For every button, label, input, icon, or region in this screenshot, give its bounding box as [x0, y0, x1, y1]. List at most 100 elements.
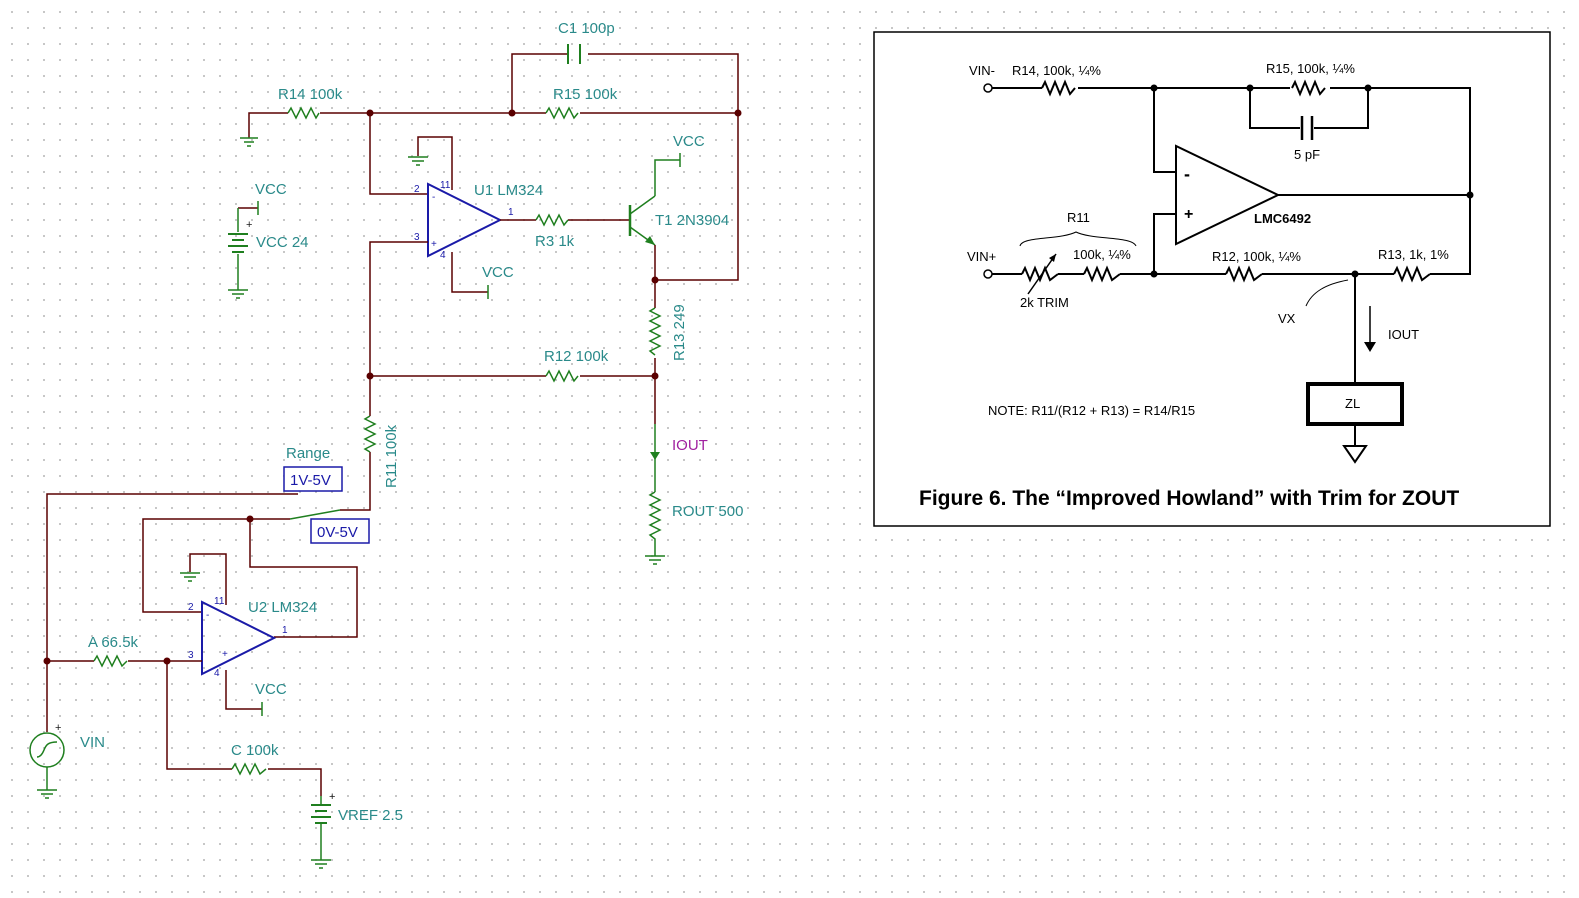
u2-opamp[interactable]: [201, 600, 277, 676]
fig-r15-label: R15, 100k, ¼%: [1266, 61, 1355, 76]
t1-label: T1 2N3904: [655, 212, 729, 229]
fig-r13-label: R13, 1k, 1%: [1378, 247, 1449, 262]
vin-source[interactable]: [29, 732, 65, 799]
u2-pin4: 4: [214, 668, 220, 679]
c1-capacitor[interactable]: [567, 44, 581, 64]
fig-vin-minus-label: VIN-: [969, 63, 995, 78]
u2-minus-sign: -: [206, 610, 209, 621]
fig-noninv-input: [1153, 213, 1176, 274]
vref-label: VREF 2.5: [338, 807, 403, 824]
range-1v5v-box[interactable]: [283, 466, 343, 492]
iout-arrow: [650, 452, 660, 460]
fig-trim: [1021, 265, 1059, 283]
u1-pin4: 4: [440, 250, 446, 261]
r12-label: R12 100k: [544, 348, 609, 365]
fig-vx-label: VX: [1278, 311, 1296, 326]
r13-label: R13 249: [671, 304, 688, 361]
fig-c-wire: [1249, 88, 1369, 129]
u1-pin3: 3: [414, 232, 420, 243]
emitter-feedback-wire: [654, 113, 739, 281]
r12-resistor[interactable]: [545, 369, 579, 383]
u1-pin11: 11: [440, 180, 451, 191]
fig-trim-arrowhead: [1049, 254, 1056, 262]
u1-plus-sign: +: [431, 239, 437, 250]
vref-battery[interactable]: [311, 796, 331, 869]
iout-label: IOUT: [672, 437, 708, 454]
u2-vcc-wire: [225, 670, 262, 710]
fig-iout-arrowhead: [1364, 342, 1376, 352]
range-1v5v-label: 1V-5V: [290, 472, 331, 489]
range-switch-blade[interactable]: [289, 509, 341, 520]
rout-resistor[interactable]: [648, 491, 662, 556]
fig-node-noninv: [1150, 270, 1158, 278]
fig-top-wire: [992, 87, 1471, 196]
r15-resistor[interactable]: [545, 106, 579, 120]
vcc-battery[interactable]: [228, 208, 248, 299]
ra-resistor[interactable]: [93, 654, 128, 668]
fig-note: NOTE: R11/(R12 + R13) = R14/R15: [988, 403, 1195, 418]
t1-vcc-label: VCC: [673, 133, 705, 150]
vin-label: VIN: [80, 734, 105, 751]
c1-label: C1 100p: [558, 20, 615, 37]
ra-label: A 66.5k: [88, 634, 139, 651]
r11-label: R11 100k: [383, 424, 400, 488]
fig-inv-input: [1153, 88, 1176, 173]
r14-wire: [248, 112, 370, 138]
fig-r11-brace: [1019, 231, 1137, 247]
r3-label: R3 1k: [535, 233, 575, 250]
u1-pin2: 2: [414, 184, 420, 195]
r11-resistor[interactable]: [363, 415, 377, 453]
fig-node-r15-right: [1364, 84, 1372, 92]
u2-vcc-label: VCC: [255, 681, 287, 698]
fig-node-r15-left: [1246, 84, 1254, 92]
r3-resistor[interactable]: [535, 213, 569, 227]
switch-1v5v-wire: [46, 493, 298, 661]
fig-r12-label: R12, 100k, ¼%: [1212, 249, 1301, 264]
fig-vin-minus-terminal: [983, 83, 993, 93]
u1-label: U1 LM324: [474, 182, 543, 199]
range-0v5v-box[interactable]: [310, 518, 370, 544]
r14-ground-symbol: [240, 137, 258, 147]
r13-resistor[interactable]: [648, 307, 662, 356]
u2-ground-symbol: [180, 572, 200, 582]
t1-transistor[interactable]: [628, 195, 656, 246]
fig-r11-value: 100k, ¼%: [1073, 247, 1131, 262]
u2-label: U2 LM324: [248, 599, 317, 616]
fig-opamp: [1175, 144, 1281, 246]
vcc-batt-plus: +: [246, 219, 252, 231]
node-c1-left: [508, 109, 516, 117]
fig-r11-resistor: [1083, 265, 1121, 283]
r14-label: R14 100k: [278, 86, 343, 103]
fig-node-output: [1466, 191, 1474, 199]
fig-trim-arrow: [1027, 253, 1057, 295]
u2-plus-sign: +: [222, 649, 228, 660]
fig-r13: [1393, 265, 1431, 283]
range-label: Range: [286, 445, 330, 462]
fig-r14: [1041, 79, 1076, 97]
u1-opamp[interactable]: [427, 182, 503, 258]
range-0v5v-label: 0V-5V: [317, 524, 358, 541]
fig-bottom-wire: [992, 196, 1471, 275]
fig-opamp-plus: +: [1184, 206, 1193, 223]
rc-wire: [166, 661, 322, 796]
u1-inv-wire: [369, 113, 428, 195]
fig-vin-plus-label: VIN+: [967, 249, 996, 264]
fig-c-label: 5 pF: [1294, 147, 1320, 162]
fig-r11-label: R11: [1067, 210, 1090, 225]
r14-resistor[interactable]: [287, 106, 320, 120]
u1-vcc-wire: [451, 252, 488, 293]
u1-pin1: 1: [508, 207, 514, 218]
u2-pin1: 1: [282, 625, 288, 636]
rc-label: C 100k: [231, 742, 279, 759]
r15-label: R15 100k: [553, 86, 618, 103]
vcc-batt-label: VCC: [255, 181, 287, 198]
u2-pin11-wire: [189, 553, 227, 605]
rc-resistor[interactable]: [231, 762, 267, 776]
fig-vin-plus-terminal: [983, 269, 993, 279]
vin-plus: +: [55, 722, 61, 734]
u1-ground-symbol: [408, 156, 428, 166]
fig-ground-symbol: [1342, 445, 1368, 464]
figure-frame: [873, 31, 1551, 527]
u2-pin3: 3: [188, 650, 194, 661]
